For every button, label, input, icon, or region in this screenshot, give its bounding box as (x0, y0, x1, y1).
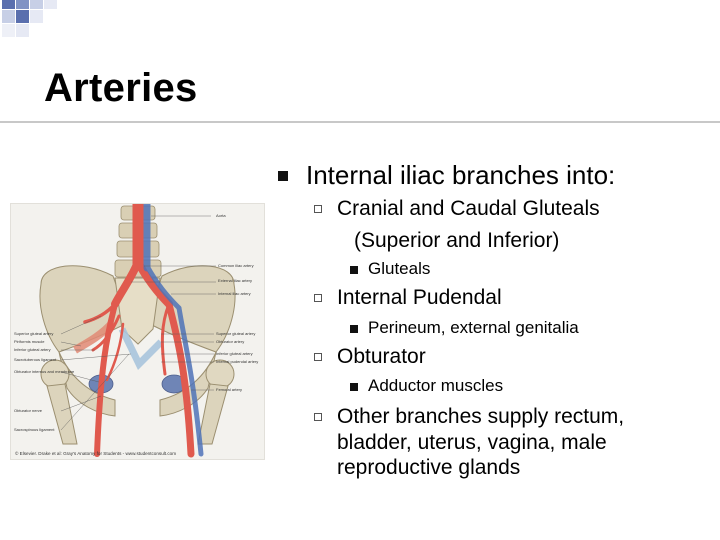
label-external-iliac: External iliac artery (218, 278, 252, 283)
item1-line2: (Superior and Inferior) (354, 229, 560, 252)
item2-sub-text: Perineum, external genitalia (368, 318, 579, 337)
figure-credit: © Elsevier. Drake et al: Gray's Anatomy … (15, 450, 176, 456)
label-obturator-nerve: Obturator nerve (14, 408, 43, 413)
label-internal-iliac: Internal iliac artery (218, 291, 251, 296)
label-sacrospinous: Sacrospinous ligament (14, 427, 55, 432)
label-obturator-internus: Obturator internus and membrane (14, 369, 75, 374)
label-piriformis: Piriformis muscle (14, 339, 45, 344)
item3-sub-text: Adductor muscles (368, 376, 504, 395)
item1-line1: Cranial and Caudal Gluteals (337, 197, 600, 220)
item4-marker (314, 413, 322, 421)
label-inferior-gluteal-right: Inferior gluteal artery (216, 351, 253, 356)
label-femoral-artery: Femoral artery (216, 387, 242, 392)
label-superior-gluteal-left: Superior gluteal artery (14, 331, 53, 336)
label-superior-gluteal-right: Superior gluteal artery (216, 331, 255, 336)
item2-line1: Internal Pudendal (337, 286, 502, 309)
item2-marker (314, 294, 322, 302)
label-sacrotuberous: Sacrotuberous ligament (14, 357, 57, 362)
item1-sub-marker (350, 266, 358, 274)
corner-decoration (2, 0, 57, 37)
pelvis-illustration: Aorta Common iliac artery External iliac… (14, 198, 258, 458)
label-aorta: Aorta (216, 213, 226, 218)
item3-sub-marker (350, 383, 358, 391)
label-internal-pudendal: Internal pudendal artery (216, 359, 258, 364)
item2-sub-marker (350, 325, 358, 333)
item4-line3: reproductive glands (337, 456, 521, 479)
item4-line2: bladder, uterus, vagina, male (337, 431, 607, 454)
slide-title: Arteries (44, 66, 198, 110)
main-bullet-text: Internal iliac branches into: (306, 160, 616, 190)
item1-sub-text: Gluteals (368, 259, 431, 278)
label-inferior-gluteal-left: Inferior gluteal artery (14, 347, 51, 352)
item4-line1: Other branches supply rectum, (337, 405, 625, 428)
label-common-iliac: Common iliac artery (218, 263, 254, 268)
item3-line1: Obturator (337, 345, 426, 368)
pelvic-arteries-figure: Aorta Common iliac artery External iliac… (10, 198, 265, 460)
label-obturator-artery: Obturator artery (216, 339, 244, 344)
item3-marker (314, 353, 322, 361)
title-divider (0, 121, 720, 123)
main-bullet-marker (278, 171, 288, 181)
item1-marker (314, 205, 322, 213)
